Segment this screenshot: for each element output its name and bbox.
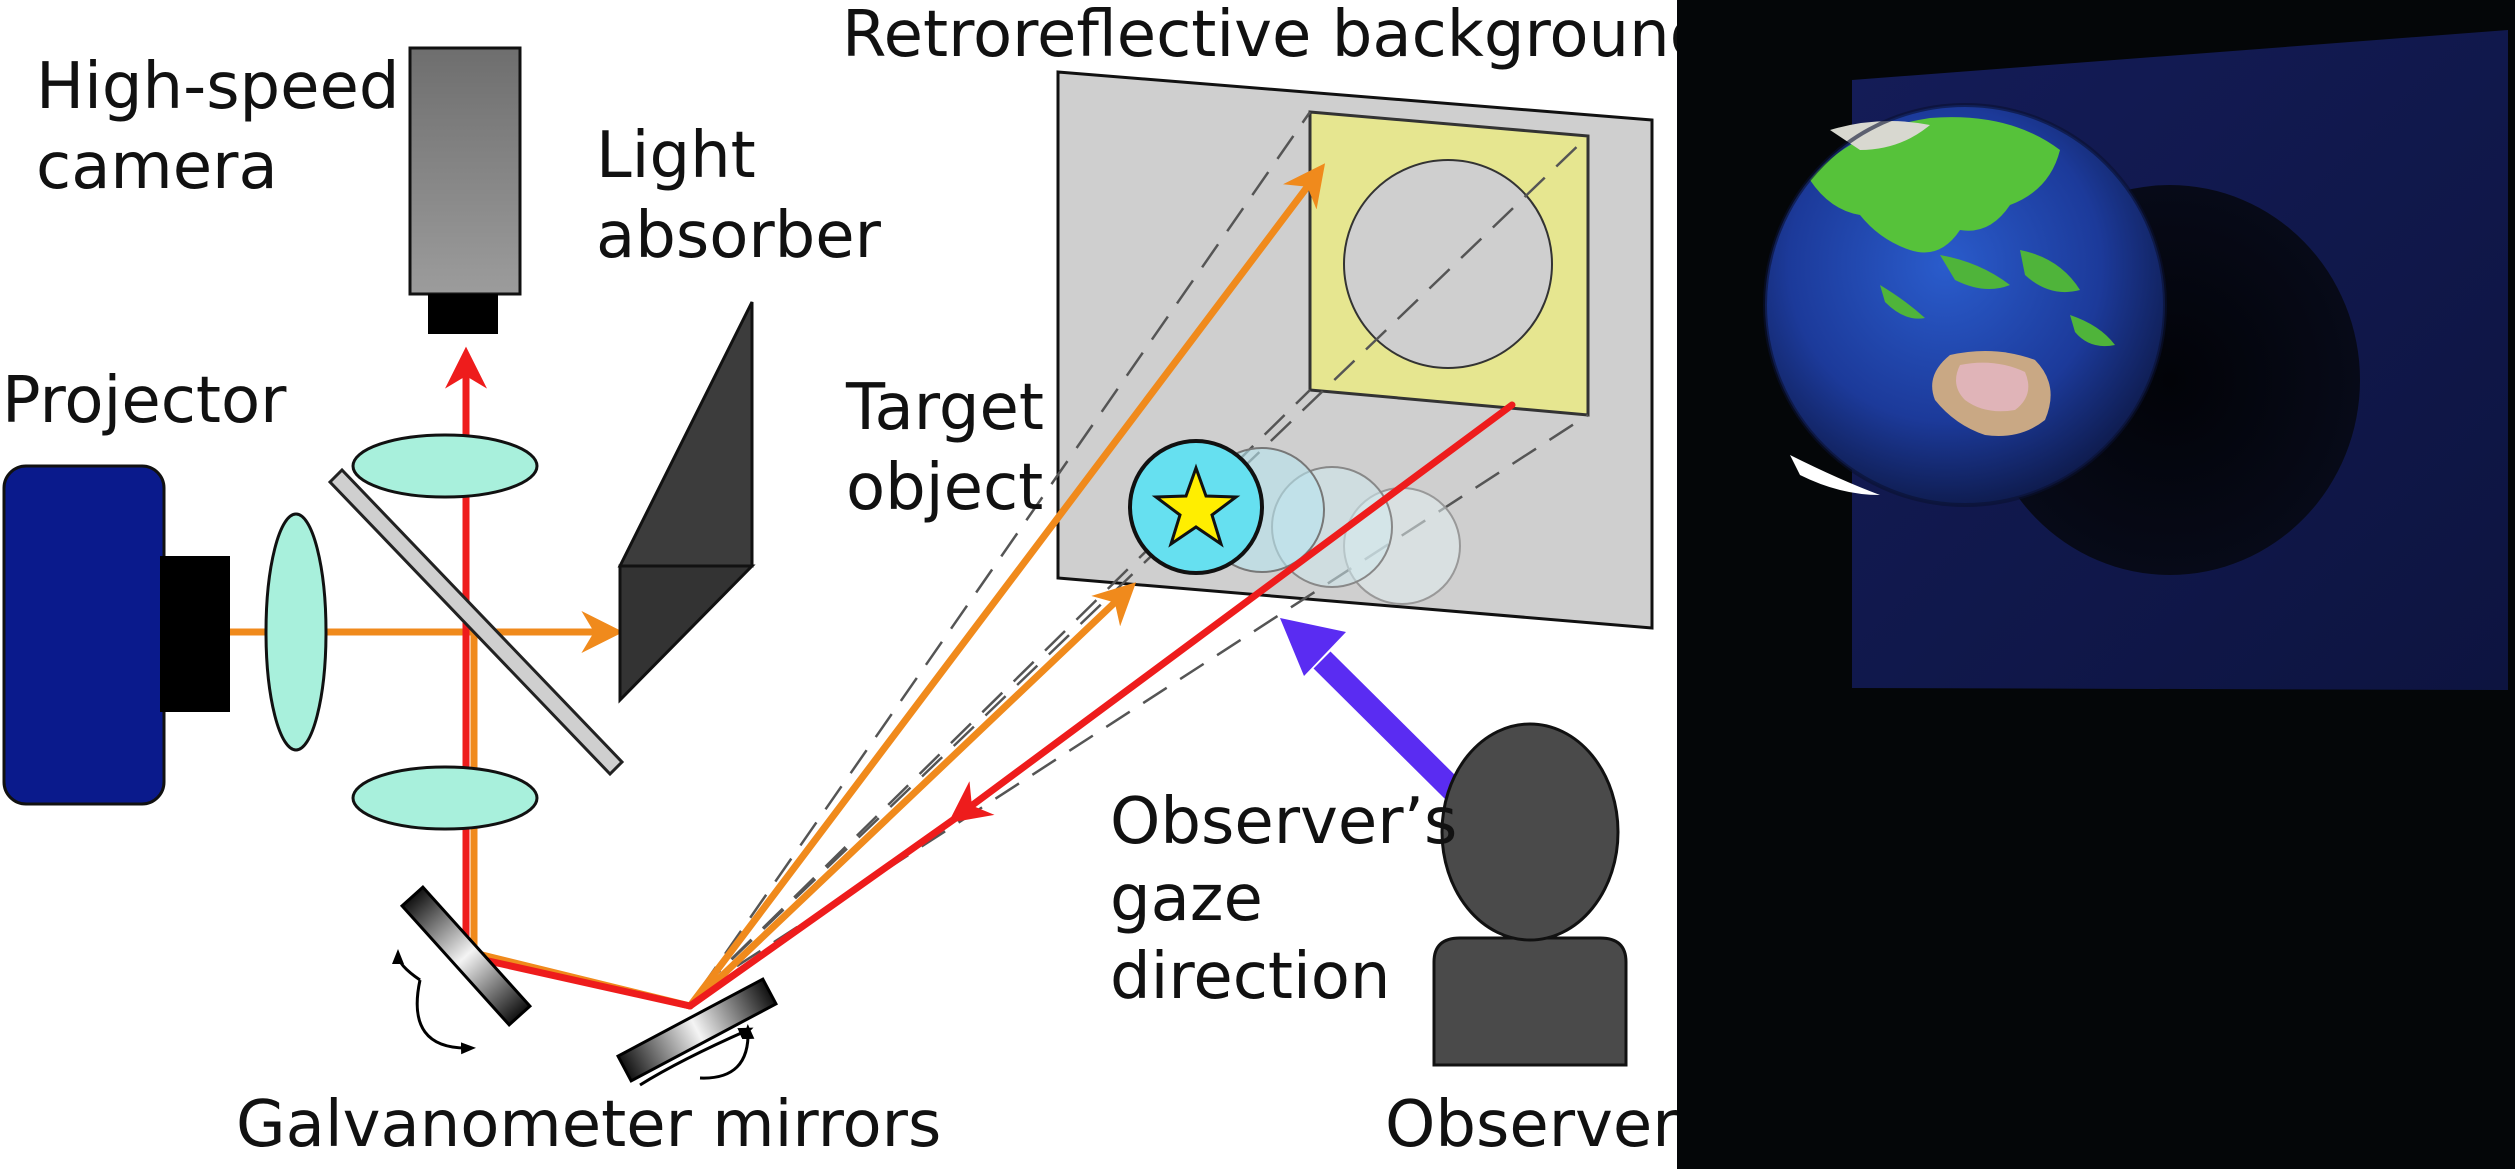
label-target-object-1: Target bbox=[845, 371, 1044, 445]
target-object bbox=[1128, 439, 1264, 575]
label-observer: Observer bbox=[1385, 1088, 1679, 1162]
galvanometer-mirror-2 bbox=[615, 977, 779, 1087]
galvanometer-mirror-1 bbox=[392, 885, 533, 1055]
label-high-speed-camera-1: High-speed bbox=[36, 50, 400, 124]
earth-projection-photo bbox=[1677, 0, 2515, 1169]
high-speed-camera bbox=[408, 46, 522, 334]
beam-splitter bbox=[327, 467, 625, 777]
label-light-absorber-2: absorber bbox=[596, 199, 882, 273]
label-target-object-2: object bbox=[846, 451, 1043, 525]
screen-circle bbox=[1343, 159, 1553, 369]
lens-top bbox=[351, 433, 539, 499]
label-retroreflective-background: Retroreflective background bbox=[842, 0, 1710, 72]
lens-projector bbox=[264, 512, 328, 752]
earth-globe bbox=[1763, 103, 2167, 507]
label-galvanometer-mirrors: Galvanometer mirrors bbox=[236, 1088, 941, 1162]
label-gaze-1: Observer’s bbox=[1110, 785, 1457, 859]
label-gaze-3: direction bbox=[1110, 940, 1390, 1014]
label-gaze-2: gaze bbox=[1110, 862, 1263, 936]
light-absorber bbox=[617, 301, 756, 704]
gaze-direction-arrow bbox=[1280, 618, 1464, 801]
projector bbox=[2, 464, 230, 806]
star-icon bbox=[1151, 463, 1241, 548]
label-light-absorber-1: Light bbox=[596, 119, 756, 193]
observer-figure bbox=[1432, 722, 1628, 1067]
lens-bottom bbox=[351, 765, 539, 831]
label-projector: Projector bbox=[2, 364, 287, 438]
label-high-speed-camera-2: camera bbox=[36, 130, 278, 204]
